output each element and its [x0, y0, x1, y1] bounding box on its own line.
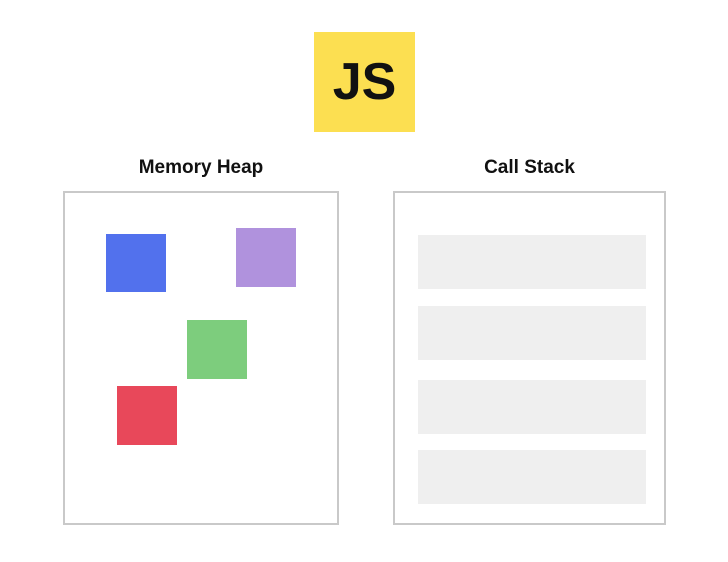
memory-heap-panel — [63, 191, 339, 525]
call-stack-frame-3 — [418, 380, 646, 434]
call-stack-frame-1 — [418, 235, 646, 289]
javascript-logo-label: JS — [332, 53, 397, 111]
memory-heap-title: Memory Heap — [138, 157, 264, 178]
javascript-logo: JS — [314, 32, 415, 132]
call-stack-frame-4 — [418, 450, 646, 504]
call-stack-panel — [393, 191, 666, 525]
call-stack-frame-2 — [418, 306, 646, 360]
heap-object-blue — [106, 234, 166, 292]
heap-object-purple — [236, 228, 296, 287]
call-stack-title: Call Stack — [484, 157, 575, 178]
heap-object-red — [117, 386, 177, 445]
heap-object-green — [187, 320, 247, 379]
